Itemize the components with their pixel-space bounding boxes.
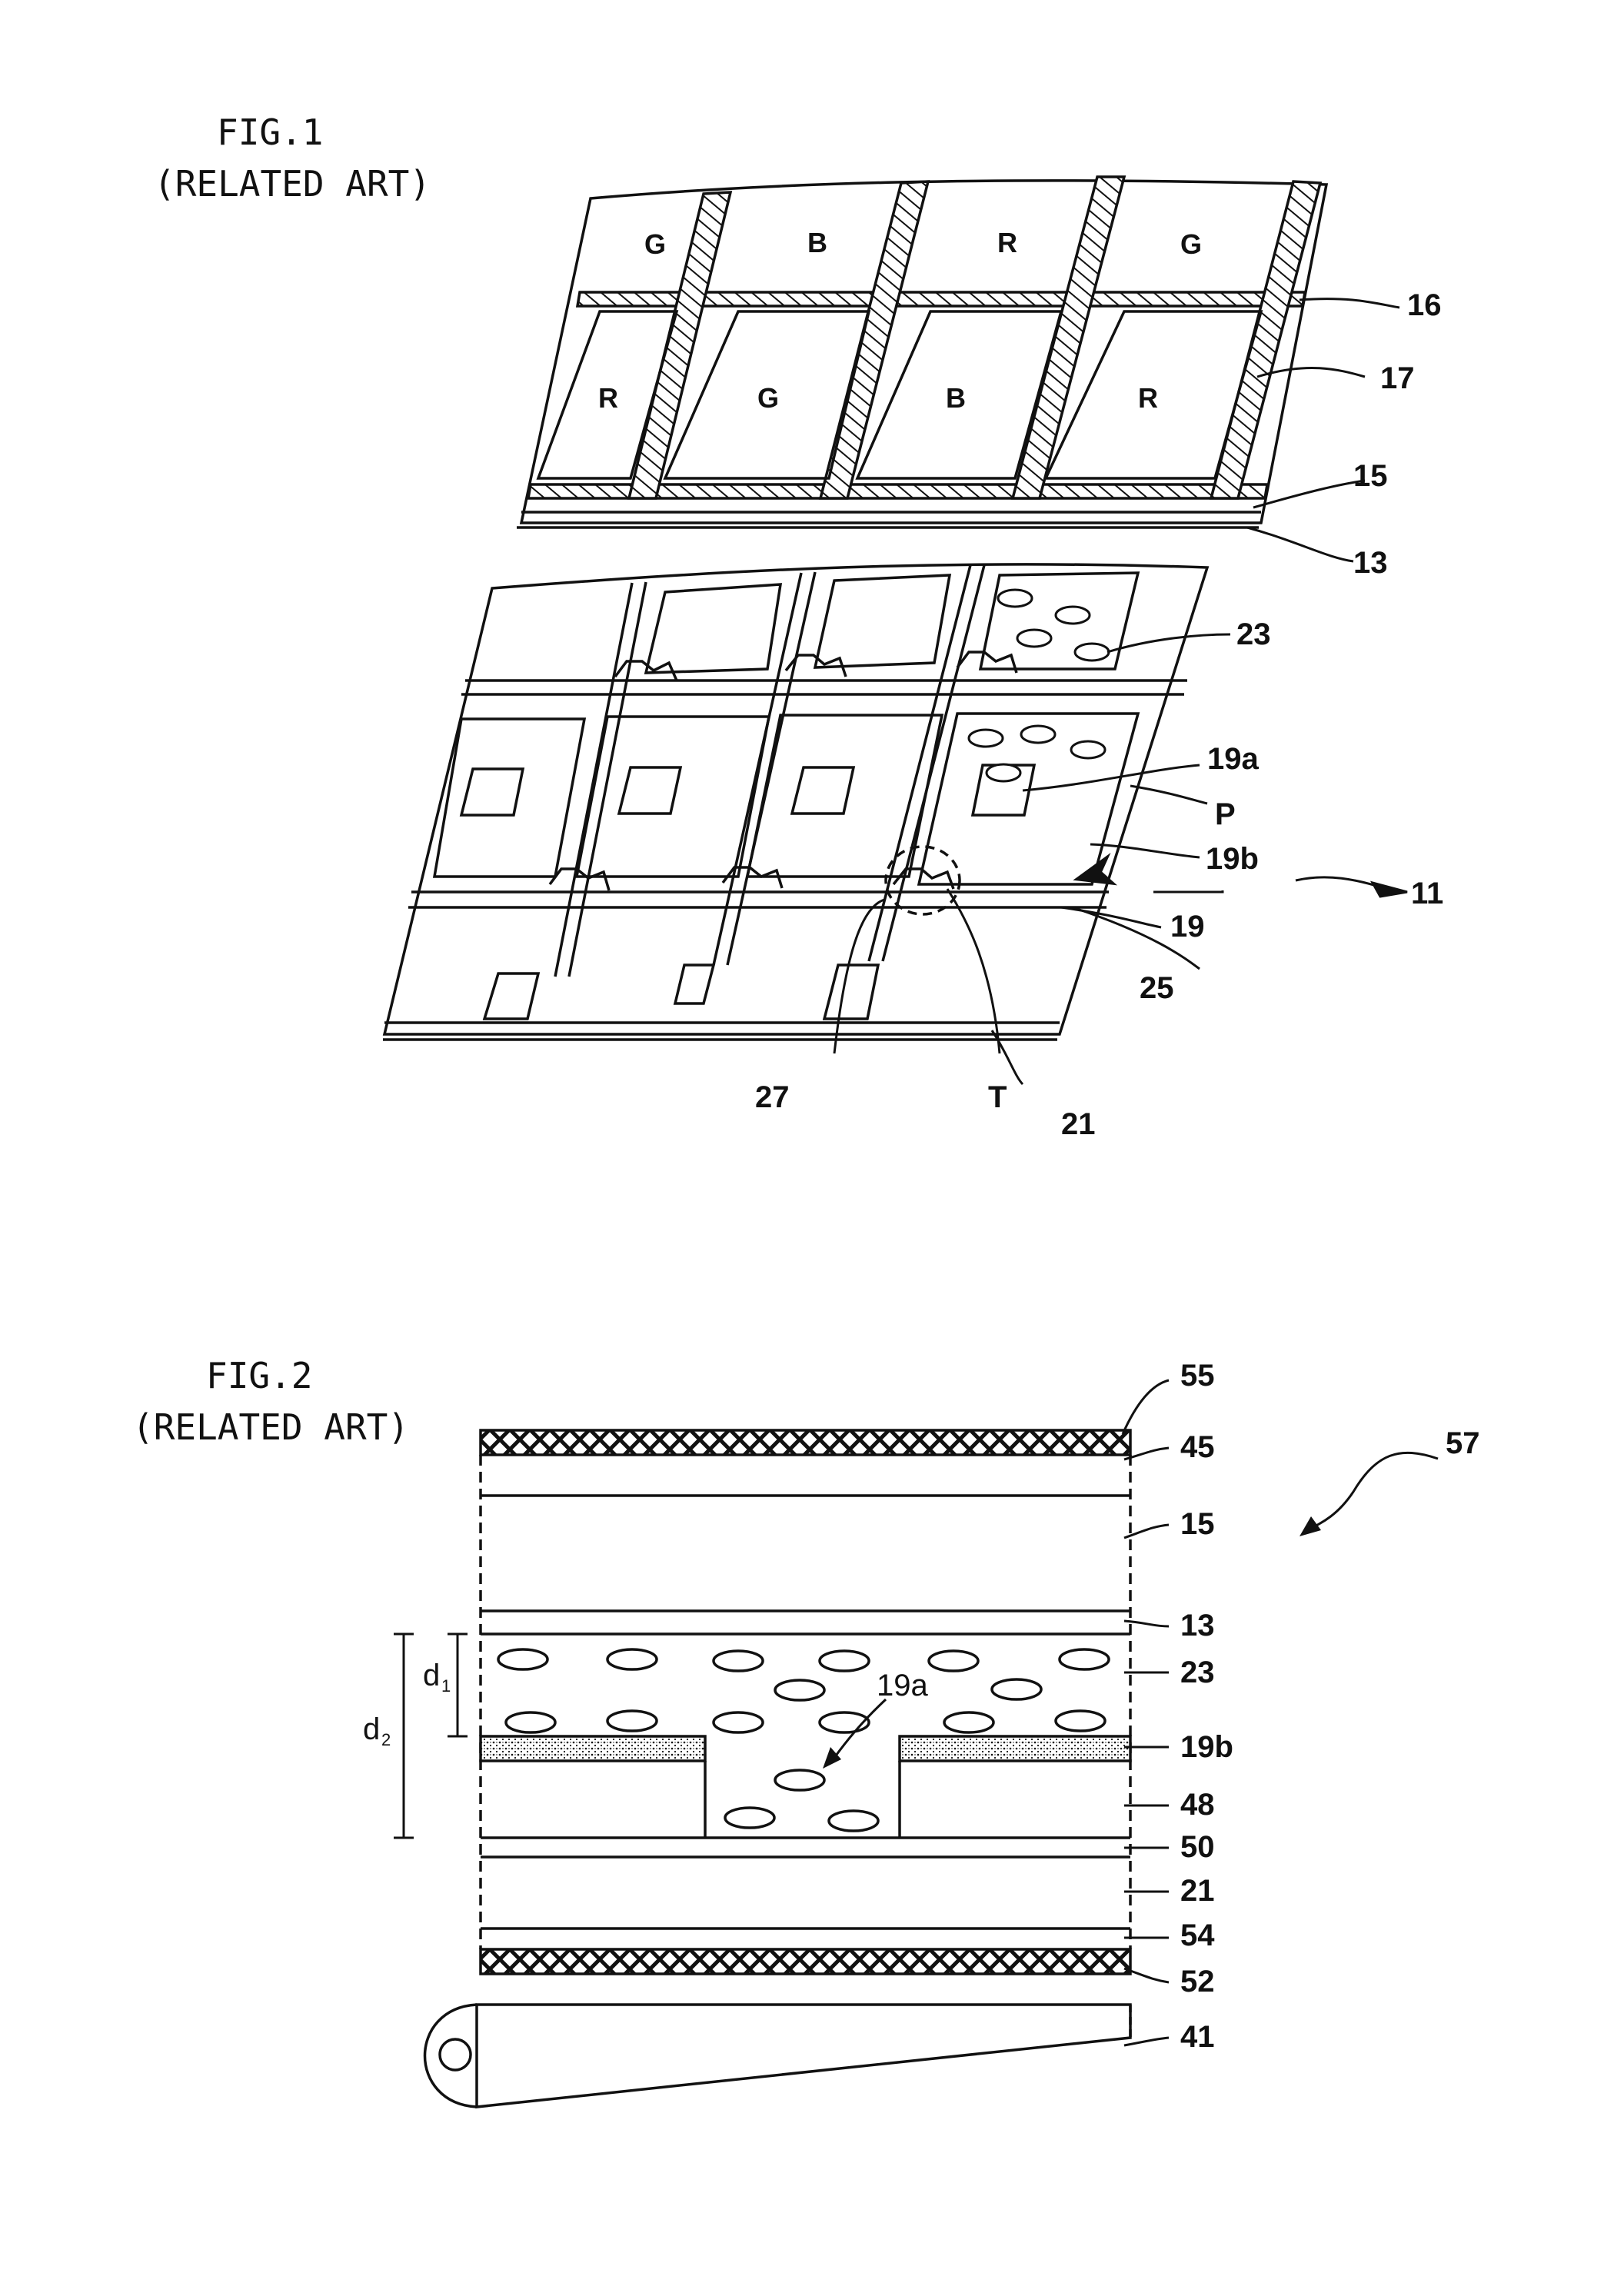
label-19b: 19b	[1206, 842, 1259, 876]
figure-2: FIG.2 (RELATED ART)	[132, 1355, 1480, 2107]
label-19a-fig2: 19a	[877, 1669, 928, 1702]
cell-R1: R	[997, 227, 1017, 258]
label-16: 16	[1407, 288, 1442, 322]
figure-1: FIG.1 (RELATED ART) G B R G	[154, 111, 1443, 1141]
label-11: 11	[1411, 877, 1443, 910]
label-15-fig2: 15	[1180, 1507, 1215, 1541]
d2-marker	[394, 1634, 414, 1838]
label-45: 45	[1180, 1430, 1215, 1464]
cell-B2: B	[946, 382, 966, 414]
label-15: 15	[1353, 459, 1388, 493]
label-21-fig2: 21	[1180, 1874, 1215, 1908]
lamp-reflector	[425, 2005, 478, 2107]
light-guide-41	[477, 2005, 1130, 2107]
d2-label: d	[363, 1712, 380, 1746]
label-55: 55	[1180, 1359, 1215, 1393]
d1-subscript: 1	[441, 1676, 451, 1696]
label-50: 50	[1180, 1830, 1215, 1864]
label-27: 27	[755, 1080, 790, 1114]
label-T: T	[988, 1080, 1007, 1114]
label-19a: 19a	[1207, 742, 1259, 776]
label-19b-fig2: 19b	[1180, 1730, 1233, 1764]
fig1-subtitle: (RELATED ART)	[154, 163, 431, 205]
tft-array-substrate	[383, 564, 1207, 1040]
lcd-cross-section	[425, 1430, 1131, 2107]
reflective-electrode-19b-right	[900, 1736, 1130, 1761]
label-23-fig2: 23	[1180, 1656, 1215, 1689]
label-41: 41	[1180, 2020, 1215, 2054]
fig2-leaders	[1123, 1380, 1438, 2045]
label-13: 13	[1353, 546, 1388, 580]
cell-G2: G	[1180, 228, 1202, 260]
d1-label: d	[423, 1659, 440, 1692]
color-filter-substrate	[517, 177, 1326, 527]
fig1-title: FIG.1	[217, 111, 323, 153]
lower-polarizer-52	[481, 1949, 1130, 1974]
label-13-fig2: 13	[1180, 1609, 1215, 1642]
d2-subscript: 2	[381, 1730, 391, 1749]
label-57: 57	[1446, 1426, 1480, 1460]
label-23: 23	[1236, 617, 1271, 651]
cell-R2: R	[598, 382, 618, 414]
label-P: P	[1215, 797, 1236, 831]
arrow-57	[1300, 1516, 1321, 1536]
reflective-electrode-19b-left	[481, 1736, 705, 1761]
label-25: 25	[1140, 971, 1174, 1005]
label-54: 54	[1180, 1919, 1215, 1952]
panel-dashed-edges	[481, 1455, 1130, 1949]
cell-G3: G	[757, 382, 779, 414]
cell-R3: R	[1138, 382, 1158, 414]
cell-G1: G	[644, 228, 666, 260]
fig2-subtitle: (RELATED ART)	[132, 1406, 409, 1448]
fig2-title: FIG.2	[206, 1355, 312, 1396]
label-48: 48	[1180, 1788, 1215, 1822]
label-52: 52	[1180, 1965, 1215, 1998]
label-21: 21	[1061, 1107, 1096, 1141]
label-17: 17	[1380, 361, 1415, 395]
label-19: 19	[1170, 910, 1205, 943]
upper-polarizer-55	[481, 1430, 1130, 1455]
cell-B1: B	[807, 227, 827, 258]
lamp-41	[440, 2039, 471, 2070]
fig2-reference-labels: 55 45 57 15 13 23 19b 48 50 21 54 52 41	[1180, 1359, 1480, 2054]
